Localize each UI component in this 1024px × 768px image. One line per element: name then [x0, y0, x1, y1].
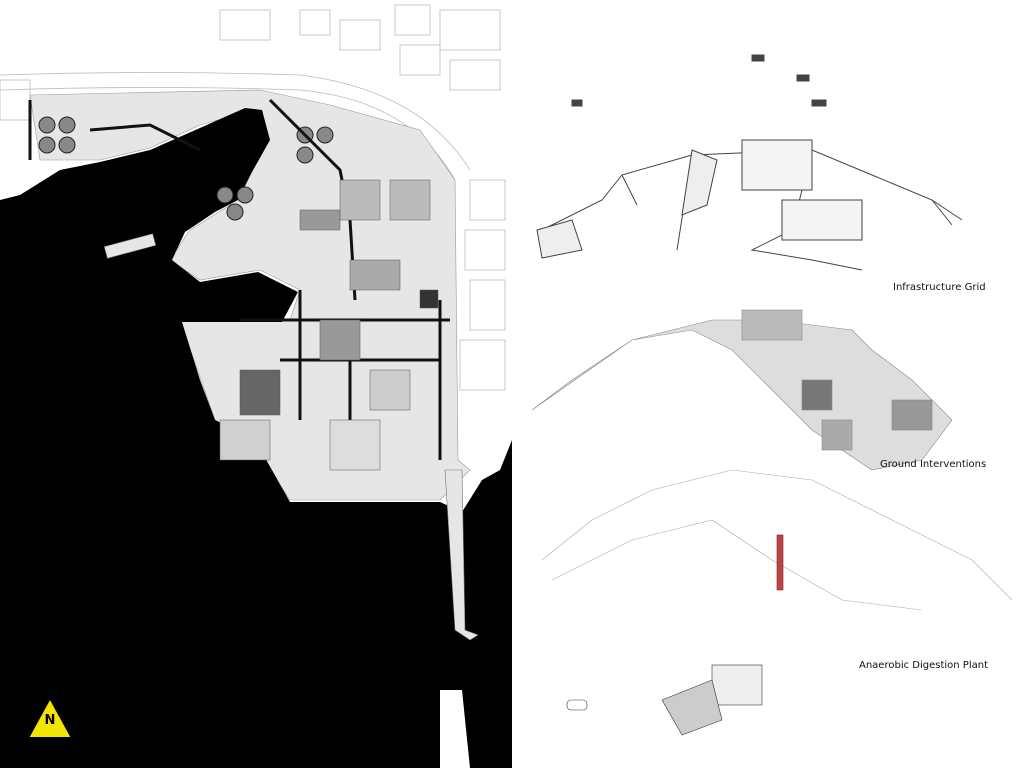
- layer-label-ground-interventions: Ground Interventions: [880, 459, 987, 470]
- north-triangle-icon: [26, 695, 74, 739]
- pier: [103, 233, 479, 641]
- infrastructure-grid-drawing: [536, 54, 963, 271]
- ground-interventions-drawing: [531, 309, 953, 471]
- site-plan-map: [0, 4, 512, 768]
- axonometric-layers: [531, 54, 1013, 736]
- north-arrow: N: [26, 695, 74, 740]
- ground-intervention-fields: [219, 179, 439, 471]
- north-letter: N: [44, 713, 56, 728]
- anaerobic-plant-drawing: [541, 469, 1013, 736]
- layer-label-infrastructure-grid: Infrastructure Grid: [893, 282, 986, 293]
- layer-label-anaerobic-digestion-plant: Anaerobic Digestion Plant: [859, 660, 988, 671]
- water-body: [0, 108, 512, 768]
- tanks: [38, 116, 334, 221]
